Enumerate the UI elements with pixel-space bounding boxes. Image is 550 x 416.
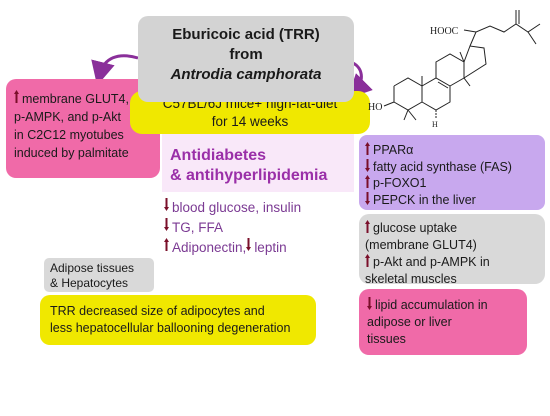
- muscle-line4: skeletal muscles: [365, 272, 457, 286]
- arrow-up-icon: [365, 142, 370, 155]
- adipose-line1: Adipose tissues: [50, 261, 135, 275]
- mol-h-label: H: [432, 120, 438, 129]
- arrow-up-icon: [365, 254, 370, 267]
- muscle-line3: p-Akt and p-AMPK in: [373, 255, 490, 269]
- adipose-line2: & Hepatocytes: [50, 276, 129, 290]
- liver-line4: PEPCK in the liver: [373, 192, 476, 207]
- myotubes-line3: in C2C12 myotubes: [14, 128, 124, 142]
- blood-line2: TG, FFA: [172, 220, 224, 235]
- liver-box: PPARα fatty acid synthase (FAS) p-FOXO1 …: [359, 135, 545, 210]
- muscle-line2: (membrane GLUT4): [365, 238, 477, 252]
- tissue-effect-line2: less hepatocellular ballooning degenerat…: [50, 321, 291, 335]
- effect-box: Antidiabetes & antihyperlipidemia: [162, 134, 354, 192]
- ring-c: [435, 53, 465, 87]
- title-line3: Antrodia camphorata: [170, 66, 322, 83]
- ring-a: [393, 77, 423, 111]
- blood-box: blood glucose, insulin TG, FFA Adiponect…: [162, 193, 354, 255]
- arrow-down-icon: [246, 238, 252, 251]
- lipid-line3: tissues: [367, 332, 406, 346]
- arrow-down-icon: [164, 198, 169, 211]
- mol-ho-label: HO: [368, 102, 382, 113]
- muscle-box: glucose uptake (membrane GLUT4) p-Akt an…: [359, 214, 545, 286]
- arrow-down-icon: [367, 297, 372, 310]
- lipid-line1: lipid accumulation in: [375, 298, 488, 312]
- myotubes-line2: p-AMPK, and p-Akt: [14, 110, 121, 124]
- mol-cooh-label: HOOC: [430, 26, 459, 37]
- liver-line2: fatty acid synthase (FAS): [373, 159, 512, 174]
- arrow-up-icon: [164, 238, 169, 251]
- arrow-up-icon: [365, 220, 370, 233]
- myotubes-line1: membrane GLUT4,: [22, 92, 129, 106]
- liver-line3: p-FOXO1: [373, 176, 427, 190]
- ring-d: [463, 45, 487, 79]
- lipid-box: lipid accumulation in adipose or liver t…: [359, 289, 527, 355]
- tissue-effect-line1: TRR decreased size of adipocytes and: [50, 304, 265, 318]
- effect-line2: & antihyperlipidemia: [170, 167, 328, 184]
- myotubes-line4: induced by palmitate: [14, 146, 129, 160]
- arrow-down-icon: [365, 158, 370, 172]
- title-box: Eburicoic acid (TRR) from Antrodia camph…: [138, 16, 354, 102]
- liver-line1: PPARα: [373, 143, 414, 157]
- title-line2: from: [229, 46, 263, 63]
- ring-b: [421, 77, 451, 111]
- arrow-to-myotubes: [91, 54, 139, 86]
- arrow-down-icon: [365, 191, 370, 205]
- muscle-line1: glucose uptake: [373, 221, 458, 235]
- blood-line1: blood glucose, insulin: [172, 200, 302, 215]
- blood-line3b: leptin: [254, 240, 287, 255]
- lipid-line2: adipose or liver: [367, 315, 452, 329]
- tissue-effect-box: TRR decreased size of adipocytes and les…: [40, 295, 316, 345]
- blood-line3a: Adiponectin,: [172, 240, 247, 255]
- arrow-down-icon: [164, 218, 169, 231]
- arrow-up-icon: [14, 90, 19, 103]
- adipose-label: Adipose tissues & Hepatocytes: [44, 258, 154, 292]
- effect-line1: Antidiabetes: [170, 147, 267, 164]
- model-line2: for 14 weeks: [211, 114, 289, 129]
- title-line1: Eburicoic acid (TRR): [172, 26, 320, 43]
- molecule-structure: HOOC HO H: [368, 10, 541, 129]
- arrow-up-icon: [365, 175, 370, 188]
